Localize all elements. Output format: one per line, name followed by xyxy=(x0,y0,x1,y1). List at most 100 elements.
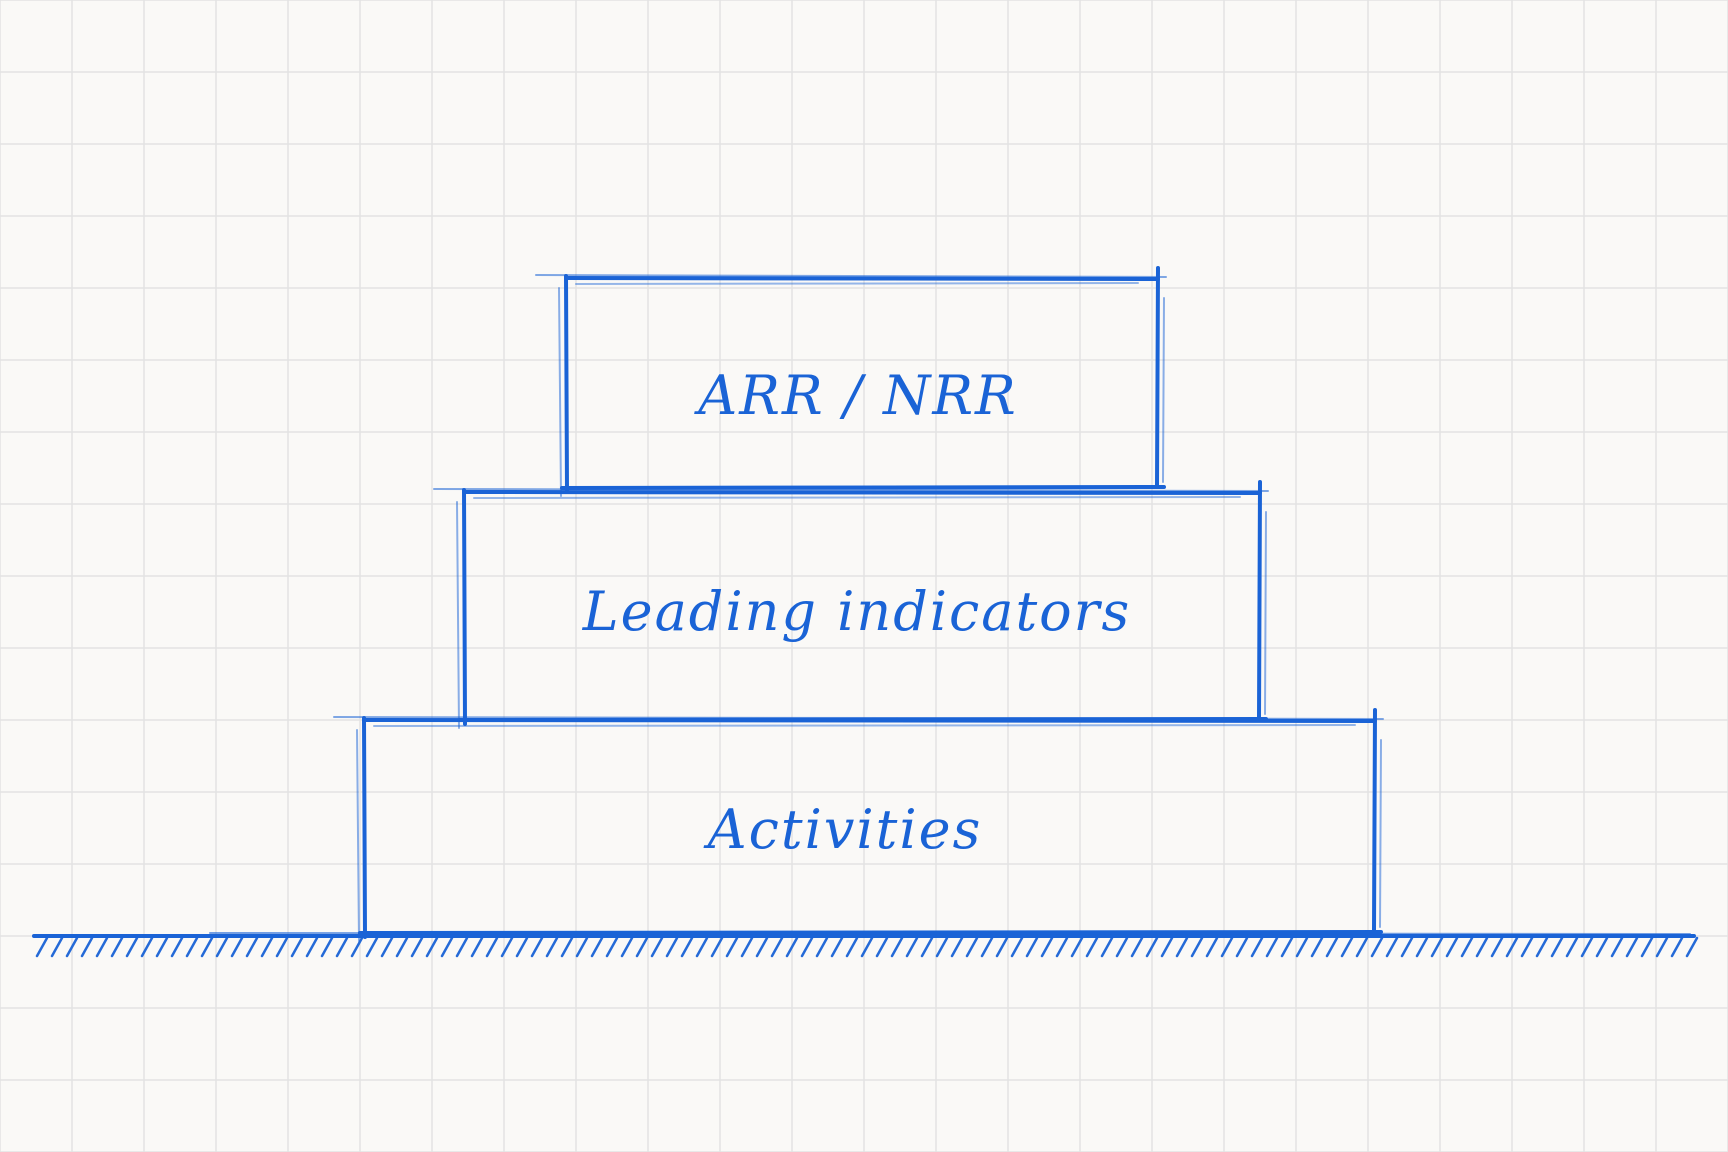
ground-hatch-mark xyxy=(230,936,244,958)
ground-hatch-mark xyxy=(335,936,349,958)
ground-hatch-mark xyxy=(845,936,859,958)
ground-hatch-mark xyxy=(170,936,184,958)
ground-hatch-mark xyxy=(380,936,394,958)
ground-hatch-mark xyxy=(80,936,94,958)
ground-hatch-mark xyxy=(1295,936,1309,958)
ground-hatch-mark xyxy=(425,936,439,958)
ground-hatch-mark xyxy=(95,936,109,958)
ground-hatch-mark xyxy=(185,936,199,958)
ground-hatch-mark xyxy=(1535,936,1549,958)
tier-middle-top-edge xyxy=(462,490,1262,495)
ground-hatch-mark xyxy=(635,936,649,958)
ground-hatch-mark xyxy=(965,936,979,958)
ground-hatch-mark xyxy=(290,936,304,958)
ground-hatch-mark xyxy=(725,936,739,958)
tier-top-top-edge xyxy=(564,276,1160,281)
ground-hatch-mark xyxy=(1400,936,1414,958)
ground-hatch-mark xyxy=(1025,936,1039,958)
ground-hatch-mark xyxy=(1685,936,1699,958)
ground-hatch-mark xyxy=(155,936,169,958)
ground-hatch-mark xyxy=(620,936,634,958)
ground-hatch-mark xyxy=(1220,936,1234,958)
ground-hatch-mark xyxy=(980,936,994,958)
ground-hatch-mark xyxy=(1565,936,1579,958)
ground-hatch-mark xyxy=(1385,936,1399,958)
ground-hatch-mark xyxy=(770,936,784,958)
ground-hatch-mark xyxy=(1340,936,1354,958)
tier-top-left-sketch xyxy=(558,287,562,497)
ground-hatch-mark xyxy=(905,936,919,958)
ground-hatch-mark xyxy=(1085,936,1099,958)
tier-top-top-sketch xyxy=(575,282,1139,285)
ground-hatch-mark xyxy=(1355,936,1369,958)
tier-top-box xyxy=(535,266,1167,497)
tier-middle-left-edge xyxy=(462,488,467,726)
ground-hatch-mark xyxy=(1205,936,1219,958)
ground-hatch-mark xyxy=(695,936,709,958)
ground-hatch-mark xyxy=(1040,936,1054,958)
ground-hatch-mark xyxy=(1520,936,1534,958)
ground-hatch-mark xyxy=(1310,936,1324,958)
ground-hatch-mark xyxy=(1640,936,1654,958)
ground-hatch-mark xyxy=(920,936,934,958)
ground-hatch-mark xyxy=(110,936,124,958)
ground-hatch-mark xyxy=(1415,936,1429,958)
tier-top-right-edge xyxy=(1155,266,1160,488)
tier-bottom-left-sketch xyxy=(356,729,360,942)
ground-hatch-mark xyxy=(875,936,889,958)
ground-hatch-mark xyxy=(1235,936,1249,958)
ground-hatch-mark xyxy=(1115,936,1129,958)
ground-hatch-mark xyxy=(1580,936,1594,958)
tier-middle-bottom-edge xyxy=(458,717,1268,722)
tier-middle-label: Leading indicators xyxy=(582,580,1131,643)
ground-hatch-mark xyxy=(215,936,229,958)
ground-hatch-mark xyxy=(575,936,589,958)
tier-middle-top-sketch xyxy=(473,496,1241,499)
tier-top-bottom-edge xyxy=(560,485,1166,490)
ground-hatch-mark xyxy=(785,936,799,958)
ground-hatch-mark xyxy=(50,936,64,958)
ground-hatch-mark xyxy=(860,936,874,958)
ground-hatch-mark xyxy=(200,936,214,958)
ground-hatch-mark xyxy=(1430,936,1444,958)
ground-hatch-mark xyxy=(1325,936,1339,958)
ground-hatch-mark xyxy=(125,936,139,958)
ground-hatch-mark xyxy=(605,936,619,958)
tier-bottom-right-edge xyxy=(1372,708,1377,933)
tier-top-top-sketch xyxy=(535,274,1167,278)
ground-hatch-mark xyxy=(1130,936,1144,958)
ground-hatch-mark xyxy=(1670,936,1684,958)
tier-top-left-edge xyxy=(564,274,569,494)
ground-hatch-mark xyxy=(800,936,814,958)
ground-hatch-mark xyxy=(455,936,469,958)
ground-hatch-mark xyxy=(305,936,319,958)
ground-hatch-mark xyxy=(950,936,964,958)
ground-hatch-mark xyxy=(935,936,949,958)
tier-bottom-right-sketch xyxy=(1379,739,1382,928)
ground-hatch-mark xyxy=(245,936,259,958)
ground-hatch-mark xyxy=(365,936,379,958)
ground-hatch-mark xyxy=(65,936,79,958)
ground-hatch-mark xyxy=(1610,936,1624,958)
ground-hatch-mark xyxy=(590,936,604,958)
tier-bottom-bottom-edge xyxy=(358,930,1383,935)
ground-hatch-mark xyxy=(1280,936,1294,958)
ground-hatch-mark xyxy=(1190,936,1204,958)
ground-hatch-mark xyxy=(515,936,529,958)
tier-middle-right-edge xyxy=(1257,480,1262,720)
ground-hatch-mark xyxy=(665,936,679,958)
tier-top: ARR / NRR xyxy=(535,266,1167,497)
ground-hatch-mark xyxy=(470,936,484,958)
tier-middle-right-sketch xyxy=(1264,511,1267,715)
tier-top-label: ARR / NRR xyxy=(693,364,1017,427)
ground-hatch-mark xyxy=(1475,936,1489,958)
ground-hatch-mark xyxy=(1370,936,1384,958)
ground-hatch-mark xyxy=(1595,936,1609,958)
ground-hatch-mark xyxy=(1250,936,1264,958)
ground-hatch-mark xyxy=(275,936,289,958)
ground-hatch-mark xyxy=(1265,936,1279,958)
ground-hatch-mark xyxy=(1055,936,1069,958)
tier-bottom-label: Activities xyxy=(703,798,983,861)
ground-hatch-mark xyxy=(320,936,334,958)
